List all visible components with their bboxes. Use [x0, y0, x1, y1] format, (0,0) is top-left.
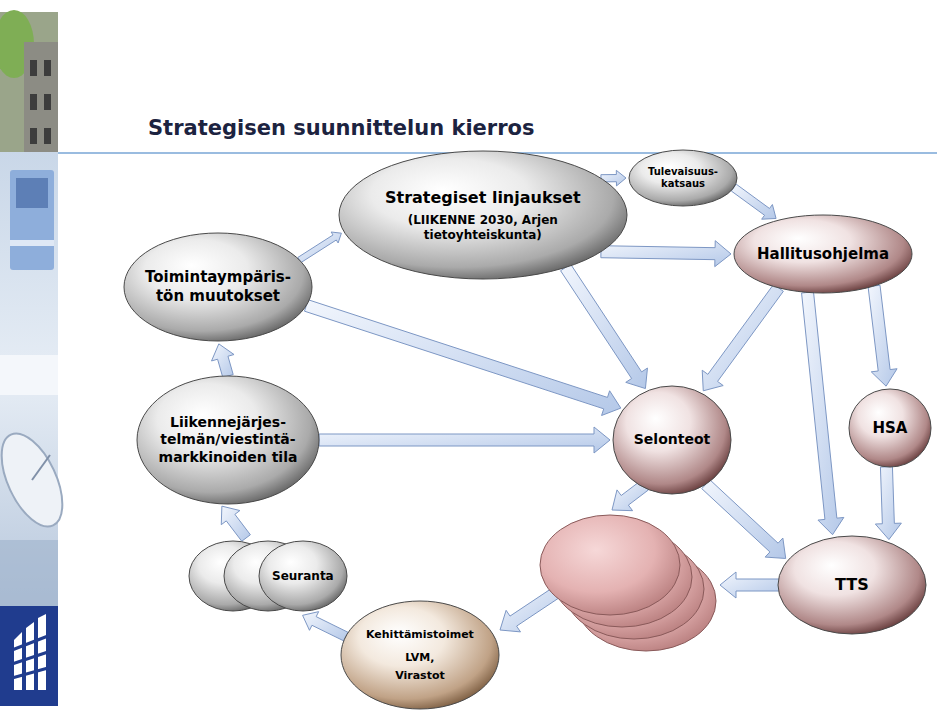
node-label-group: Tulevaisuus- katsaus — [643, 166, 723, 191]
node-label-group: Seuranta — [272, 569, 334, 584]
programme-ellipse: Hallitusohjelma — [733, 214, 913, 294]
node-label: Strategiset linjaukset — [385, 188, 581, 208]
dish-feed — [32, 455, 50, 480]
node-label: TTS — [835, 575, 869, 595]
node-label: Tulevaisuus- katsaus — [643, 166, 723, 191]
hsa-ellipse: HSA — [848, 388, 932, 468]
ellipse-shape — [341, 601, 499, 709]
flow-arrow — [601, 241, 731, 267]
stack-ellipse — [540, 515, 680, 615]
flow-arrow — [802, 292, 844, 535]
flow-arrow — [720, 572, 782, 598]
flow-arrow — [212, 344, 235, 378]
window-shape — [30, 94, 37, 110]
report-ellipse: Selonteot — [612, 385, 732, 495]
node-label-group: Hallitusohjelma — [757, 245, 889, 264]
loose-arrows — [500, 480, 782, 632]
environment-ellipse: Toimintaympäris- tön muutokset — [123, 232, 313, 342]
window-shape — [44, 94, 51, 110]
system-state-ellipse: Liikennejärjes- telmän/viestintä- markki… — [136, 375, 320, 505]
diagram-title: Strategisen suunnittelun kierros — [148, 116, 534, 140]
node-label-group: TTS — [835, 575, 869, 595]
node-label: HSA — [873, 419, 908, 438]
stack-ellipse — [259, 541, 347, 611]
logo-ground — [0, 606, 58, 706]
node-label: Liikennejärjes- telmän/viestintä- markki… — [156, 414, 301, 467]
node-label: Toimintaympäris- tön muutokset — [141, 268, 296, 306]
node-label: Kehittämistoimet — [366, 626, 474, 644]
flow-arrow — [731, 184, 776, 219]
strip-band — [0, 540, 58, 606]
logo-mark — [14, 614, 46, 690]
window-shape — [44, 60, 51, 76]
node-label-group: KehittämistoimetLVM, Virastot — [366, 626, 474, 685]
building-shape — [24, 42, 58, 152]
tts-ellipse: TTS — [777, 535, 927, 635]
side-photo-strip — [0, 10, 75, 706]
flow-arrow — [868, 285, 897, 386]
node-label: Selonteot — [634, 431, 710, 449]
window-shape — [30, 128, 37, 144]
node-label-group: Toimintaympäris- tön muutokset — [141, 268, 296, 306]
node-label-group: Liikennejärjes- telmän/viestintä- markki… — [156, 414, 301, 467]
strip-band — [0, 355, 58, 395]
flow-arrow — [702, 284, 783, 391]
flow-arrow — [561, 264, 648, 388]
truck-stripe — [10, 240, 54, 246]
ellipse-shape — [734, 215, 912, 293]
ellipse-shape — [778, 536, 926, 634]
flow-arrow — [319, 427, 610, 453]
dish-shape — [0, 425, 75, 536]
ellipse-shape — [629, 150, 737, 206]
measures-ellipse: KehittämistoimetLVM, Virastot — [340, 600, 500, 710]
logo-mark — [12, 636, 48, 678]
node-sublabel: (LIIKENNE 2030, Arjen tietoyhteiskunta) — [397, 213, 569, 243]
flow-arrow — [304, 300, 620, 416]
flow-arrow — [303, 612, 348, 641]
truck-shape — [10, 170, 54, 270]
ellipse-shape — [339, 151, 627, 279]
node-label: Hallitusohjelma — [757, 245, 889, 264]
ellipse-shape — [849, 389, 931, 467]
window-shape — [44, 128, 51, 144]
ellipse-shape — [613, 386, 731, 494]
node-sublabel: LVM, Virastot — [395, 649, 445, 684]
strip-ground — [0, 152, 58, 606]
document-stack — [540, 515, 716, 651]
flow-arrow — [298, 232, 342, 263]
strategy-ellipse: Strategiset linjaukset (LIIKENNE 2030, Ar… — [338, 150, 628, 280]
flow-arrow — [875, 467, 901, 540]
flow-arrow — [702, 480, 786, 559]
window-shape — [30, 60, 37, 76]
node-label-group: Strategiset linjaukset (LIIKENNE 2030, Ar… — [385, 188, 581, 243]
outlook-ellipse: Tulevaisuus- katsaus — [628, 149, 738, 207]
node-label-group: Selonteot — [634, 431, 710, 449]
ellipse-shape — [124, 233, 312, 341]
truck-window — [16, 178, 48, 208]
ellipse-shape — [137, 376, 319, 504]
node-label: Seuranta — [272, 569, 334, 584]
flow-arrow — [221, 506, 250, 541]
monitoring-stack: Seuranta — [188, 538, 348, 614]
node-label-group: HSA — [873, 419, 908, 438]
